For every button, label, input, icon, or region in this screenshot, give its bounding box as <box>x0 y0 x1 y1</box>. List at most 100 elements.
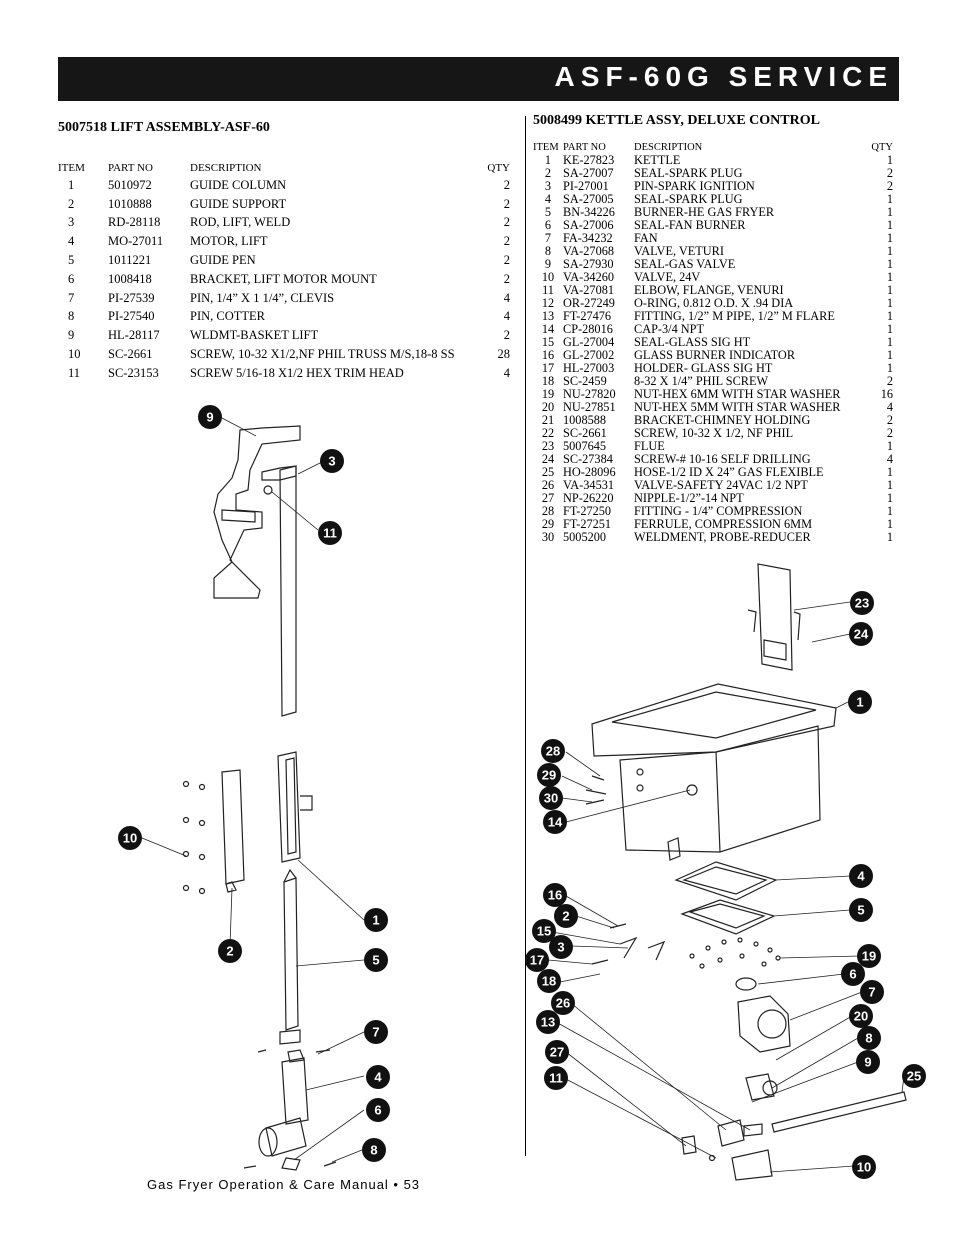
callout-badge: 19 <box>857 944 881 968</box>
item-number: 11 <box>68 365 81 380</box>
callout-badge: 28 <box>541 739 565 763</box>
part-quantity: 1 <box>886 464 893 479</box>
part-description: SCREW 5/16-18 X1/2 HEX TRIM HEAD <box>190 365 404 380</box>
item-number: 20 <box>541 399 555 414</box>
part-number: SC-2661 <box>108 347 153 362</box>
part-number: HL-28117 <box>108 328 160 343</box>
part-quantity: 1 <box>886 205 893 220</box>
callout-number: 8 <box>865 1031 872 1046</box>
part-number: FA-34232 <box>563 231 613 246</box>
part-quantity: 1 <box>886 322 893 337</box>
part-quantity: 2 <box>886 179 893 194</box>
item-number: 29 <box>541 516 555 531</box>
part-quantity: 4 <box>503 365 510 380</box>
guide-column-tab <box>300 795 313 811</box>
item-number: 21 <box>541 412 555 427</box>
item-number: 27 <box>541 490 555 505</box>
part-description: FITTING, 1/2” M PIPE, 1/2” M FLARE <box>634 309 835 324</box>
part-description: VALVE, VETURI <box>634 244 724 259</box>
callout-badge: 3 <box>549 935 573 959</box>
part-number: FT-27250 <box>563 503 612 518</box>
callout-badge: 2 <box>218 939 242 963</box>
part-number: SA-27007 <box>563 166 614 181</box>
part-number: RD-28118 <box>108 215 161 230</box>
part-quantity: 4 <box>886 399 893 414</box>
part-number: GL-27004 <box>563 335 615 350</box>
lift-motor-housing <box>265 1117 307 1157</box>
column-header: QTY <box>871 142 893 153</box>
part-number: PI-27540 <box>108 309 155 324</box>
part-number: 1008588 <box>563 412 607 427</box>
part-quantity: 2 <box>503 328 510 343</box>
callout-number: 6 <box>849 967 856 982</box>
part-quantity: 1 <box>886 153 893 168</box>
column-header: QTY <box>487 162 510 174</box>
column-header: PART NO <box>108 162 153 174</box>
callout-number: 7 <box>372 1025 379 1040</box>
kettle-port <box>636 784 644 792</box>
item-number: 10 <box>541 270 555 285</box>
callout-badge: 1 <box>848 690 872 714</box>
lift-motor-end <box>258 1127 278 1157</box>
item-number: 8 <box>68 309 75 324</box>
burner-inner <box>687 903 766 929</box>
item-number: 1 <box>544 153 552 168</box>
motor-mount-bracket <box>281 1157 301 1171</box>
kettle-assembly-title: 5008499 KETTLE ASSY, DELUXE CONTROL <box>533 113 820 128</box>
item-number: 26 <box>541 477 555 492</box>
callout-badge: 8 <box>857 1026 881 1050</box>
part-description: ROD, LIFT, WELD <box>190 215 291 230</box>
part-description: PIN, COTTER <box>190 309 265 324</box>
header-banner: ASF-60G SERVICE <box>58 57 899 101</box>
part-number: BN-34226 <box>563 205 615 220</box>
part-quantity: 1 <box>886 270 893 285</box>
callout-badge: 16 <box>543 883 567 907</box>
callout-badge: 13 <box>536 1010 560 1034</box>
part-quantity: 1 <box>886 477 893 492</box>
part-number: VA-34260 <box>563 270 615 285</box>
item-number: 2 <box>68 196 75 211</box>
part-description: CAP-3/4 NPT <box>634 322 705 337</box>
part-number: 5010972 <box>108 177 152 192</box>
callout-number: 18 <box>542 974 556 989</box>
part-quantity: 2 <box>503 271 510 286</box>
part-quantity: 1 <box>886 257 893 272</box>
item-number: 16 <box>541 348 555 363</box>
leader-lines <box>141 417 905 1173</box>
flue-opening <box>763 639 787 661</box>
hex-nut-group <box>689 937 781 969</box>
part-quantity: 28 <box>497 347 511 362</box>
item-number: 18 <box>541 373 555 388</box>
part-number: VA-34531 <box>563 477 615 492</box>
callout-number: 5 <box>857 903 864 918</box>
item-number: 2 <box>544 166 552 181</box>
part-number: NU-27820 <box>563 386 616 401</box>
part-quantity: 2 <box>886 373 893 388</box>
part-number: HL-27003 <box>563 360 615 375</box>
part-number: 1010888 <box>108 196 152 211</box>
callout-badge: 10 <box>118 826 142 850</box>
part-number: 1008418 <box>108 271 152 286</box>
kettle-vat <box>611 691 817 739</box>
page-title: ASF-60G SERVICE <box>554 61 893 92</box>
part-description: PIN-SPARK IGNITION <box>634 179 755 194</box>
callout-badge: 3 <box>320 449 344 473</box>
lift-rod <box>279 465 297 717</box>
part-number: NP-26220 <box>563 490 614 505</box>
item-number: 30 <box>541 529 555 544</box>
part-quantity: 1 <box>886 283 893 298</box>
part-description: VALVE, 24V <box>634 270 701 285</box>
part-number: SA-27005 <box>563 192 614 207</box>
guide-column <box>277 751 301 863</box>
callout-badge: 24 <box>849 622 873 646</box>
callout-badge: 4 <box>849 864 873 888</box>
